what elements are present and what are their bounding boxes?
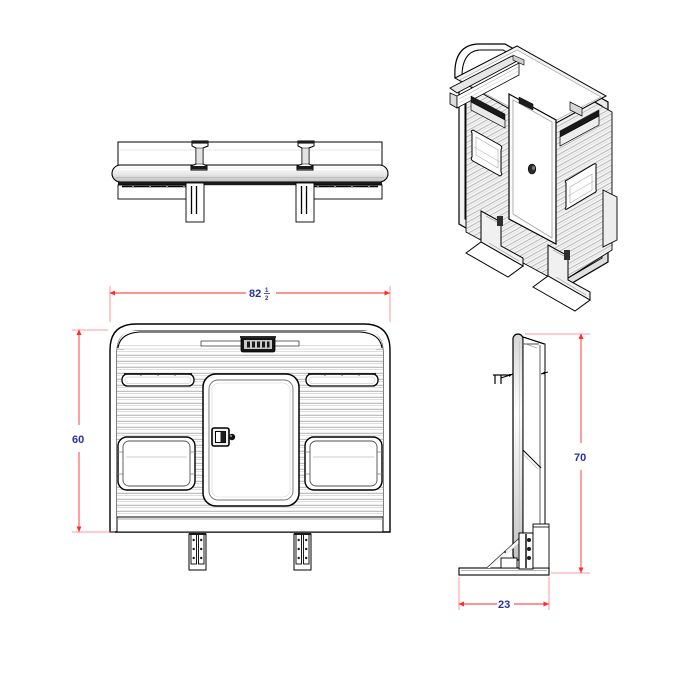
front-left-bracket: [188, 533, 207, 571]
top-view-right-post: [295, 182, 315, 223]
iso-right-mount-leg: [532, 244, 591, 312]
iso-center-badge: [512, 54, 534, 111]
top-view-main-bar: [111, 164, 389, 183]
front-top-band: [117, 331, 383, 349]
front-left-window: [117, 436, 196, 491]
front-bottom-rail: [116, 516, 384, 533]
iso-right-light-slot: [559, 109, 600, 147]
side-leader-annotation: [493, 371, 549, 384]
top-view: [111, 140, 389, 223]
side-mount-bracket: [500, 523, 550, 570]
iso-door-latch-icon: [527, 163, 537, 175]
side-top-bevel: [522, 336, 545, 349]
side-view: [458, 333, 550, 576]
iso-right-tab: [569, 101, 583, 117]
side-front-tube: [512, 333, 524, 561]
top-view-left-flange: [117, 184, 197, 200]
isometric-view: [449, 43, 618, 312]
front-view-dimensions: 82 1 2 60: [72, 286, 391, 533]
front-right-bracket: [293, 533, 312, 571]
front-center-badge: [200, 336, 300, 353]
dim-width-value: 82: [249, 288, 261, 300]
dim-overall-height-value: 70: [574, 452, 586, 464]
dim-width-fraction-numerator: 1: [265, 288, 269, 294]
front-center-door: [202, 373, 300, 507]
front-right-light-slot: [305, 373, 379, 387]
top-view-right-clamp: [296, 140, 315, 171]
top-view-back-rail: [117, 141, 383, 168]
iso-right-window: [564, 163, 597, 210]
top-view-left-clamp: [190, 140, 209, 171]
dim-depth-value: 23: [498, 599, 510, 611]
top-view-left-post: [185, 182, 205, 223]
iso-end-cap: [602, 189, 618, 248]
iso-left-window: [470, 129, 503, 177]
dim-width-fraction-denominator: 2: [265, 296, 269, 302]
front-door-lock-icon: [211, 427, 236, 447]
dim-height-value: 60: [72, 434, 84, 446]
side-diagonal-brace: [486, 535, 525, 569]
side-view-dimensions: 70 23: [458, 333, 590, 611]
top-view-right-flange: [303, 184, 383, 200]
front-right-window: [304, 436, 383, 491]
front-view: [109, 323, 391, 571]
iso-left-mount-leg: [465, 210, 524, 278]
side-base-plate: [458, 567, 550, 576]
front-left-light-slot: [121, 373, 195, 387]
side-mid-fold: [522, 449, 542, 470]
iso-left-light-slot: [470, 95, 506, 129]
top-view-under-strip: [118, 182, 382, 186]
